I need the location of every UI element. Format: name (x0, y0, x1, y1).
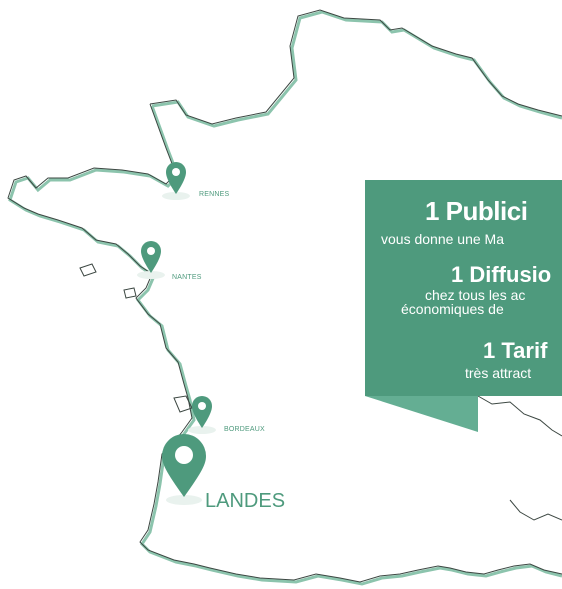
map-outline (7, 9, 562, 586)
pin-landes[interactable] (162, 434, 206, 505)
banner-fold (365, 396, 478, 432)
banner-line-tarif: 1 Tarif (483, 338, 548, 363)
promo-banner: 1 Publici vous donne une Ma 1 Diffusio c… (365, 180, 562, 396)
banner-line-attractif: très attract (465, 365, 532, 381)
city-label-rennes: RENNES (199, 191, 230, 198)
map-island (79, 263, 137, 299)
map-estuary (173, 395, 193, 413)
banner-line-visibilite: vous donne une Ma (381, 231, 504, 247)
banner-line-diffusion: 1 Diffusio (451, 262, 552, 287)
banner-line-publicite: 1 Publici (425, 196, 528, 226)
city-label-bordeaux: BORDEAUX (224, 426, 265, 433)
map-east-border (477, 395, 562, 521)
banner-line-acteurs: chez tous les ac (425, 287, 526, 303)
pin-nantes[interactable] (137, 241, 165, 279)
pin-bordeaux[interactable] (188, 396, 216, 434)
city-label-nantes: NANTES (172, 274, 202, 281)
pin-rennes[interactable] (162, 162, 190, 200)
map-border-line (7, 9, 562, 583)
city-label-landes: LANDES (205, 490, 286, 512)
banner-line-economiques: économiques de (401, 301, 504, 317)
